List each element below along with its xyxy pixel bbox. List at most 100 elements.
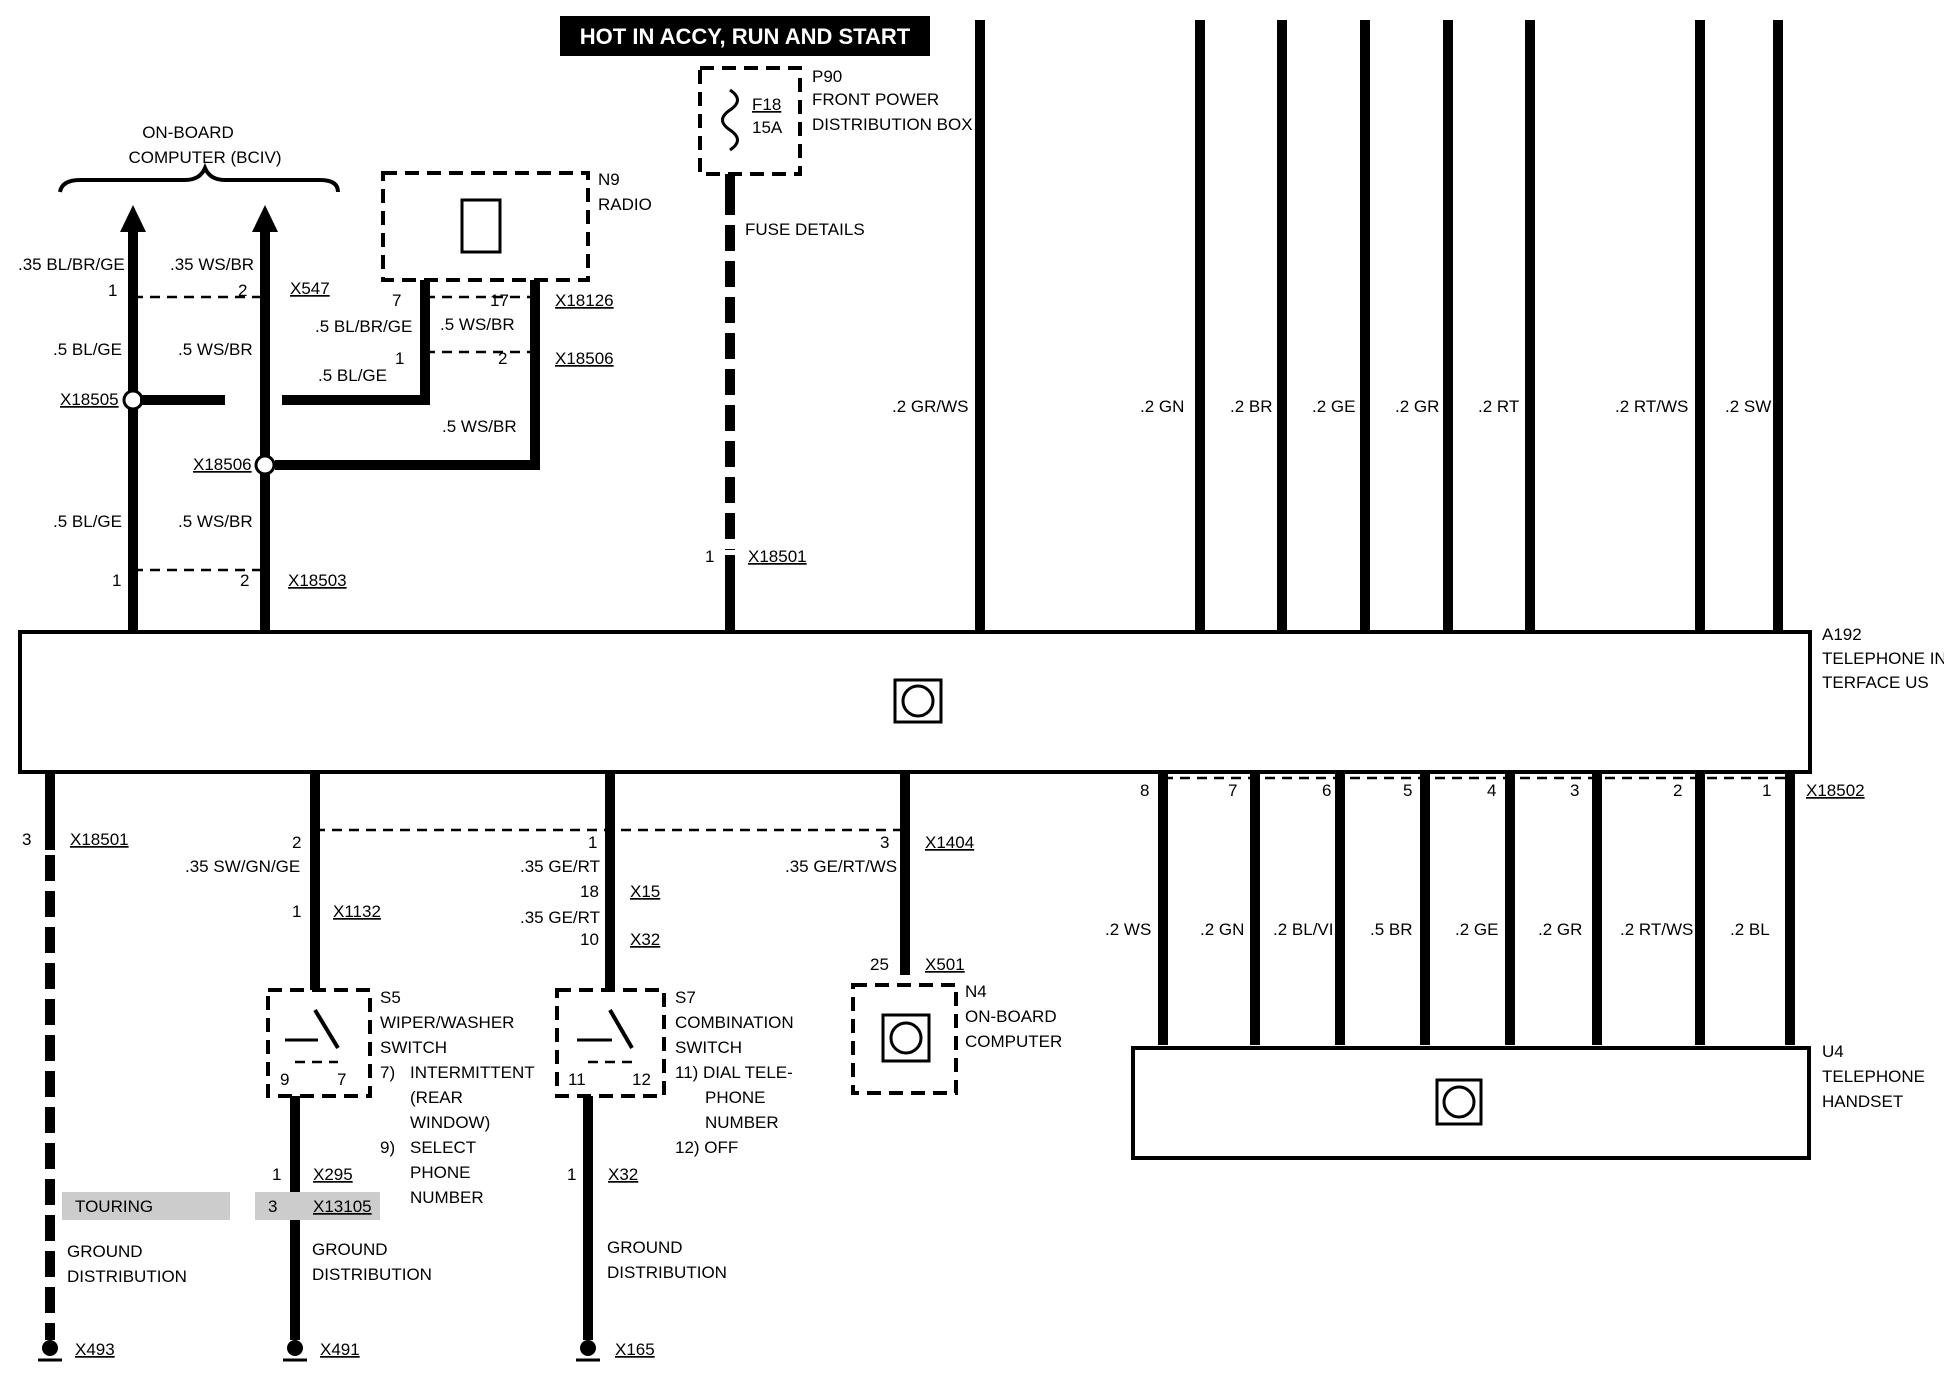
connector-label: X1404: [925, 833, 974, 852]
wire-label: .2 RT/WS: [1615, 397, 1688, 416]
connector-label: X15: [630, 882, 660, 901]
n4-label: COMPUTER: [965, 1032, 1062, 1051]
s5-label: SWITCH: [380, 1038, 447, 1057]
wire-label: .5 BL/GE: [318, 366, 387, 385]
pin-label: 3: [22, 830, 31, 849]
connector-label: X32: [630, 930, 660, 949]
connector-label: X32: [608, 1165, 638, 1184]
pin-label: 1: [1762, 781, 1771, 800]
header-banner: [560, 16, 930, 56]
telephone-handset-box: [1131, 1046, 1811, 1160]
touring-label: TOURING: [75, 1197, 153, 1216]
top-right-wires: [975, 20, 1783, 630]
touring-highlight: [62, 1192, 230, 1220]
pin-label: 12: [632, 1070, 651, 1089]
ground-icon: [287, 1340, 303, 1356]
wire-label: .5 WS/BR: [178, 512, 253, 531]
connector-label: X165: [615, 1340, 655, 1359]
pin-label: 1: [112, 571, 121, 590]
pin-label: 7: [337, 1070, 346, 1089]
fuse-details: FUSE DETAILS: [745, 220, 865, 239]
wire-label: .2 BL/VI: [1273, 920, 1333, 939]
handset-icon: [1435, 1078, 1483, 1126]
s5-label: 9): [380, 1138, 395, 1157]
radio-box: [381, 171, 590, 282]
pin-label: 8: [1140, 781, 1149, 800]
arrow-up-icon: [120, 205, 146, 232]
wire-label: .5 BL/GE: [53, 512, 122, 531]
wire-bl-ge-radio: [282, 355, 430, 405]
connector-label: X18126: [555, 291, 614, 310]
pin-label: 2: [498, 349, 507, 368]
a192-label: A192: [1822, 625, 1862, 644]
wire-label: .5 BR: [1370, 920, 1413, 939]
s5-label: S5: [380, 988, 401, 1007]
s5-label: (REAR: [410, 1088, 463, 1107]
ground-label: DISTRIBUTION: [312, 1265, 432, 1284]
a192-label: TELEPHONE IN-: [1822, 649, 1944, 668]
ground-label: GROUND: [312, 1240, 388, 1259]
splice-icon: [254, 454, 276, 476]
u4-label: TELEPHONE: [1822, 1067, 1925, 1086]
pin-label: 2: [240, 571, 249, 590]
phone-icon-dial: [901, 684, 935, 718]
connector-label: X18502: [1806, 781, 1865, 800]
p90-label: P90: [812, 67, 842, 86]
connector-label: X493: [75, 1340, 115, 1359]
pin-label: 18: [580, 882, 599, 901]
connector-label: X491: [320, 1340, 360, 1359]
fuse-label: F18: [752, 95, 781, 114]
wire-label: .35 SW/GN/GE: [185, 857, 300, 876]
connector-label: X1132: [333, 902, 381, 921]
connector-label: X18501: [70, 830, 129, 849]
fuse-icon: [721, 88, 739, 152]
wire-label: .5 WS/BR: [178, 340, 253, 359]
wire-label: .2 GR: [1538, 920, 1582, 939]
wire-label: .5 WS/BR: [442, 417, 517, 436]
s5-label: SELECT: [410, 1138, 476, 1157]
pin-label: 3: [268, 1197, 277, 1216]
touring-highlight-2: [255, 1192, 380, 1220]
s5-switch-box: [266, 988, 372, 1098]
radio-label: N9: [598, 170, 620, 189]
wire-label: .2 GR/WS: [892, 397, 969, 416]
pin-label: 1: [567, 1165, 576, 1184]
wire-label: .35 GE/RT: [520, 857, 600, 876]
connector-label: X18506: [555, 349, 614, 368]
u4-label: U4: [1822, 1042, 1844, 1061]
s7-label: 12) OFF: [675, 1138, 738, 1157]
pin-label: 1: [108, 281, 117, 300]
ground-label: GROUND: [607, 1238, 683, 1257]
fuse-label: 15A: [752, 118, 783, 137]
s7-label: SWITCH: [675, 1038, 742, 1057]
n4-label: N4: [965, 982, 987, 1001]
wire-label: .2 GN: [1200, 920, 1244, 939]
s7-label: NUMBER: [705, 1113, 779, 1132]
wire-label: .35 GE/RT: [520, 908, 600, 927]
pin-label: 4: [1487, 781, 1496, 800]
pin-label: 2: [238, 281, 247, 300]
pin-label: 1: [588, 833, 597, 852]
ground-label: DISTRIBUTION: [67, 1267, 187, 1286]
wire-label: .35 BL/BR/GE: [18, 255, 125, 274]
s5-label: WINDOW): [410, 1113, 490, 1132]
radio-label: RADIO: [598, 195, 652, 214]
ground-label: GROUND: [67, 1242, 143, 1261]
pin-label: 5: [1403, 781, 1412, 800]
s7-label: COMBINATION: [675, 1013, 794, 1032]
computer-icon: [881, 1013, 931, 1063]
connector-label: X547: [290, 279, 330, 298]
pin-label: 25: [870, 955, 889, 974]
connector-label: X501: [925, 955, 965, 974]
telephone-interface-box: [18, 630, 1812, 774]
s5-label: PHONE: [410, 1163, 470, 1182]
a192-label: TERFACE US: [1822, 673, 1929, 692]
s7-label: S7: [675, 988, 696, 1007]
connector-label: X295: [313, 1165, 353, 1184]
wire-label: .35 GE/RT/WS: [785, 857, 897, 876]
wire-label: .5 BL/GE: [53, 340, 122, 359]
header-text: HOT IN ACCY, RUN AND START: [580, 24, 911, 49]
s5-label: WIPER/WASHER: [380, 1013, 514, 1032]
ground-label: DISTRIBUTION: [607, 1263, 727, 1282]
pin-label: 2: [292, 833, 301, 852]
